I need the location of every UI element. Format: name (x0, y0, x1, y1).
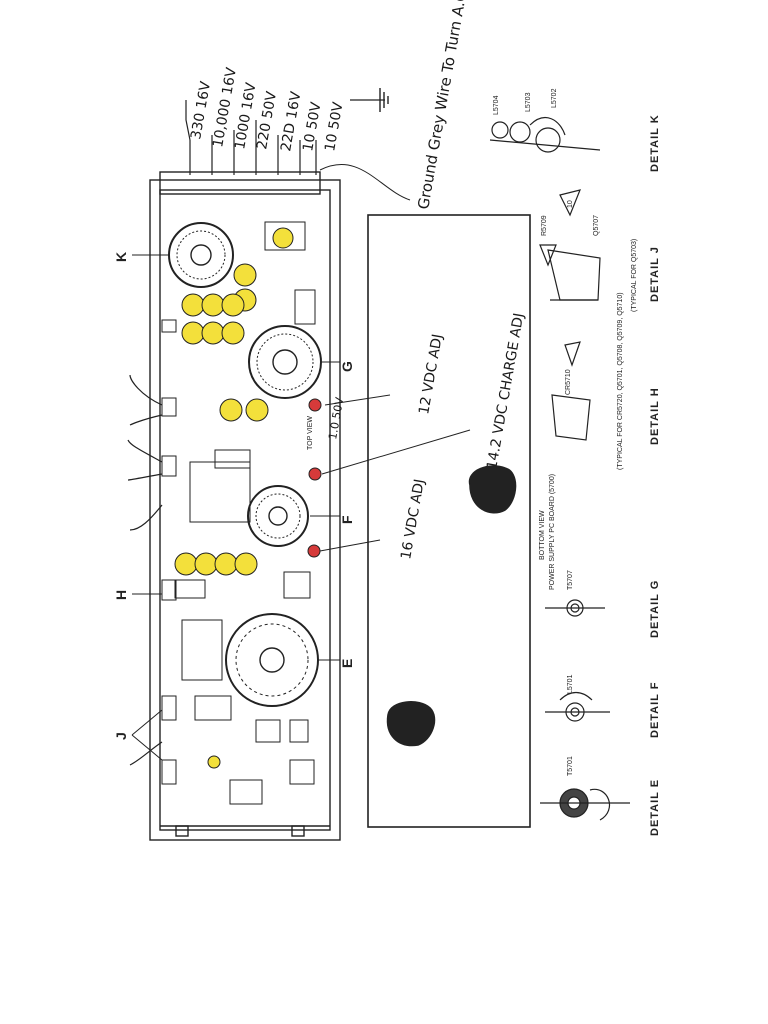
cap-label-10-50b: 10 50V (322, 101, 346, 153)
top-cap-labels: 330 16V 10,000 16V 1000 16V 220 50V 22D … (188, 66, 346, 153)
detail-k-label: DETAIL K (649, 114, 661, 172)
pcb-board (149, 171, 341, 841)
toroid-e (225, 613, 319, 707)
cap-label-330: 330 16V (188, 80, 214, 141)
detail-e (540, 788, 630, 821)
note-14vdc: 14.2 VDC CHARGE ADJ (484, 312, 527, 471)
note-1-0-50v: 1.0 50V (326, 396, 346, 441)
cap-label-10-50a: 10 50V (300, 101, 324, 153)
note-12vdc: 12 VDC ADJ (416, 333, 446, 416)
detail-h-part-1: CR5710 (565, 369, 572, 395)
pcb-components (161, 221, 316, 805)
svg-text:BOTTOM VIEW: BOTTOM VIEW (539, 510, 546, 560)
detail-j-part-1: R5709 (541, 215, 548, 236)
pot-14v (308, 467, 322, 481)
detail-k-part-2: L5703 (525, 92, 532, 112)
note-16vdc: 16 VDC ADJ (398, 478, 428, 561)
detail-j-note: (TYPICAL FOR Q5703) (631, 239, 638, 312)
detail-h-label: DETAIL H (649, 387, 661, 445)
callout-k: K (113, 252, 129, 262)
detail-k-part-1: L5704 (493, 95, 500, 115)
detail-g (545, 599, 605, 617)
svg-text:Ground Grey Wire To Turn A.C.: Ground Grey Wire To Turn A.C. Polarion. (414, 0, 483, 211)
pot-16v (307, 544, 321, 558)
callout-h: H (113, 590, 129, 600)
callout-g: G (339, 361, 355, 372)
detail-e-label: DETAIL E (649, 779, 661, 836)
detail-k (489, 117, 601, 153)
detail-e-part-1: T5701 (567, 756, 574, 776)
detail-g-label: DETAIL G (649, 580, 661, 638)
top-leads (185, 99, 385, 175)
svg-text:POWER SUPPLY PC BOARD (5700): POWER SUPPLY PC BOARD (5700) (549, 474, 556, 590)
toroid-f (247, 485, 309, 547)
yellow-capacitors (174, 227, 294, 769)
left-wires (127, 374, 163, 766)
pot-12v (308, 398, 322, 412)
detail-j-part-2: Q5707 (593, 215, 600, 236)
bottom-view-board (367, 214, 531, 828)
detail-f-label: DETAIL F (649, 682, 661, 738)
callout-letters: K G F E H J (113, 252, 355, 761)
ground-icon (379, 88, 389, 112)
toroid-g (248, 325, 322, 399)
detail-h-note: (TYPICAL FOR CR5720, Q5701, Q5708, Q5709… (617, 292, 624, 470)
red-pots (307, 398, 322, 558)
detail-j (539, 189, 601, 301)
top-view-label: TOP VIEW (307, 416, 314, 450)
detail-f-part-1: L5701 (567, 674, 574, 694)
detail-f (545, 691, 610, 722)
detail-g-part-1: T5707 (567, 570, 574, 590)
detail-j-label: DETAIL J (649, 246, 661, 302)
cap-label-220: 220 50V (254, 90, 280, 151)
toroid-k (168, 222, 234, 288)
detail-k-part-3: L5702 (551, 88, 558, 108)
detail-h (551, 341, 591, 441)
detail-j-part-3: 10 (567, 200, 574, 208)
callout-f: F (339, 515, 355, 524)
bottom-view-title: BOTTOM VIEW POWER SUPPLY PC BOARD (5700) (539, 474, 556, 590)
callout-e: E (339, 659, 355, 668)
callout-j: J (113, 732, 129, 740)
